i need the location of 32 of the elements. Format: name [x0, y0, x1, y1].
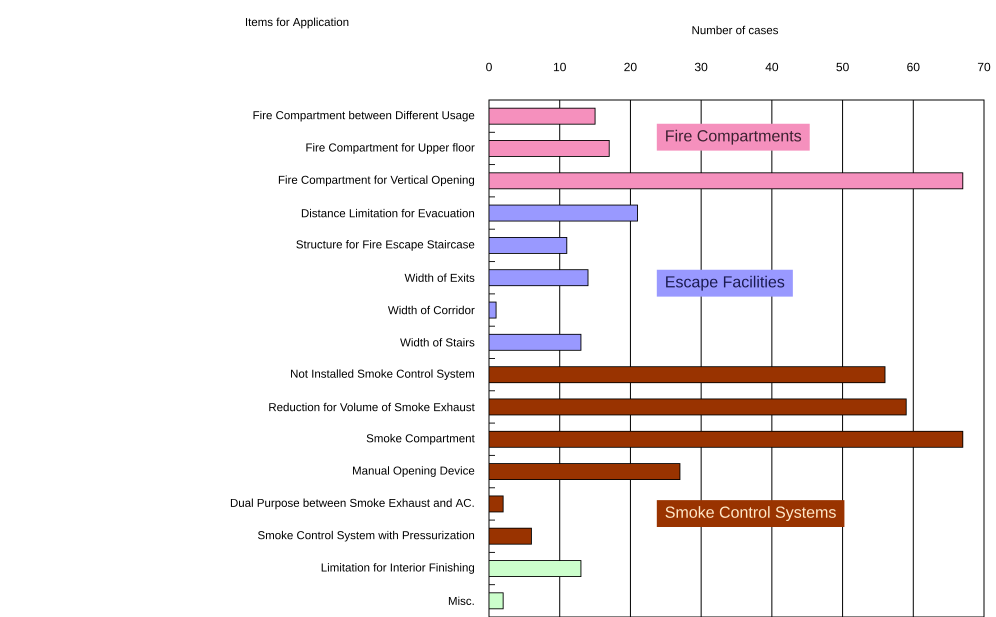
tick-label: 60: [907, 62, 920, 72]
text: Escape Facilities: [666, 276, 784, 291]
series-label: Smoke Control Systems: [666, 506, 836, 522]
tick-label: 70: [978, 62, 990, 72]
tick-label: 10: [554, 62, 566, 72]
category-label: Smoke Control System with Pressurization: [258, 530, 474, 542]
tick-label: 0: [486, 62, 492, 72]
category-label: Reduction for Volume of Smoke Exhaust: [269, 402, 475, 412]
series-label: Smoke Control Systems: [656, 500, 844, 528]
axis-title: Number of cases: [692, 26, 778, 34]
category-label: Dual Purpose between Smoke Exhaust and AC.: [230, 498, 474, 510]
tick-label: 20: [624, 62, 637, 72]
category-label: Fire Compartment for Vertical Opening: [278, 175, 474, 186]
category-label: Fire Compartment between Different Usage: [254, 110, 474, 122]
series-label: Fire Compartments: [666, 130, 802, 145]
tick-label: 30: [694, 62, 708, 72]
category-label: Distance Limitation for Evacuation: [302, 208, 474, 218]
tick-label: 40: [766, 62, 778, 72]
tick-label: 50: [836, 62, 849, 72]
category-label: Width of Stairs: [400, 338, 474, 346]
category-label: Misc.: [448, 596, 474, 605]
category-label: Not Installed Smoke Control System: [291, 369, 474, 380]
axis-title: Items for Application: [246, 18, 348, 28]
category-label: Width of Exits: [404, 273, 474, 282]
category-label: Width of Corridor: [388, 306, 475, 314]
category-label: Smoke Compartment: [366, 434, 475, 445]
series-label: Escape Facilities: [656, 270, 793, 297]
category-label: Structure for Fire Escape Staircase: [296, 240, 474, 251]
category-label: Manual Opening Device: [353, 466, 474, 477]
series-label: Fire Compartments: [656, 124, 810, 151]
category-label: Fire Compartment for Upper floor: [306, 143, 475, 154]
category-label: Limitation for Interior Finishing: [322, 563, 474, 574]
